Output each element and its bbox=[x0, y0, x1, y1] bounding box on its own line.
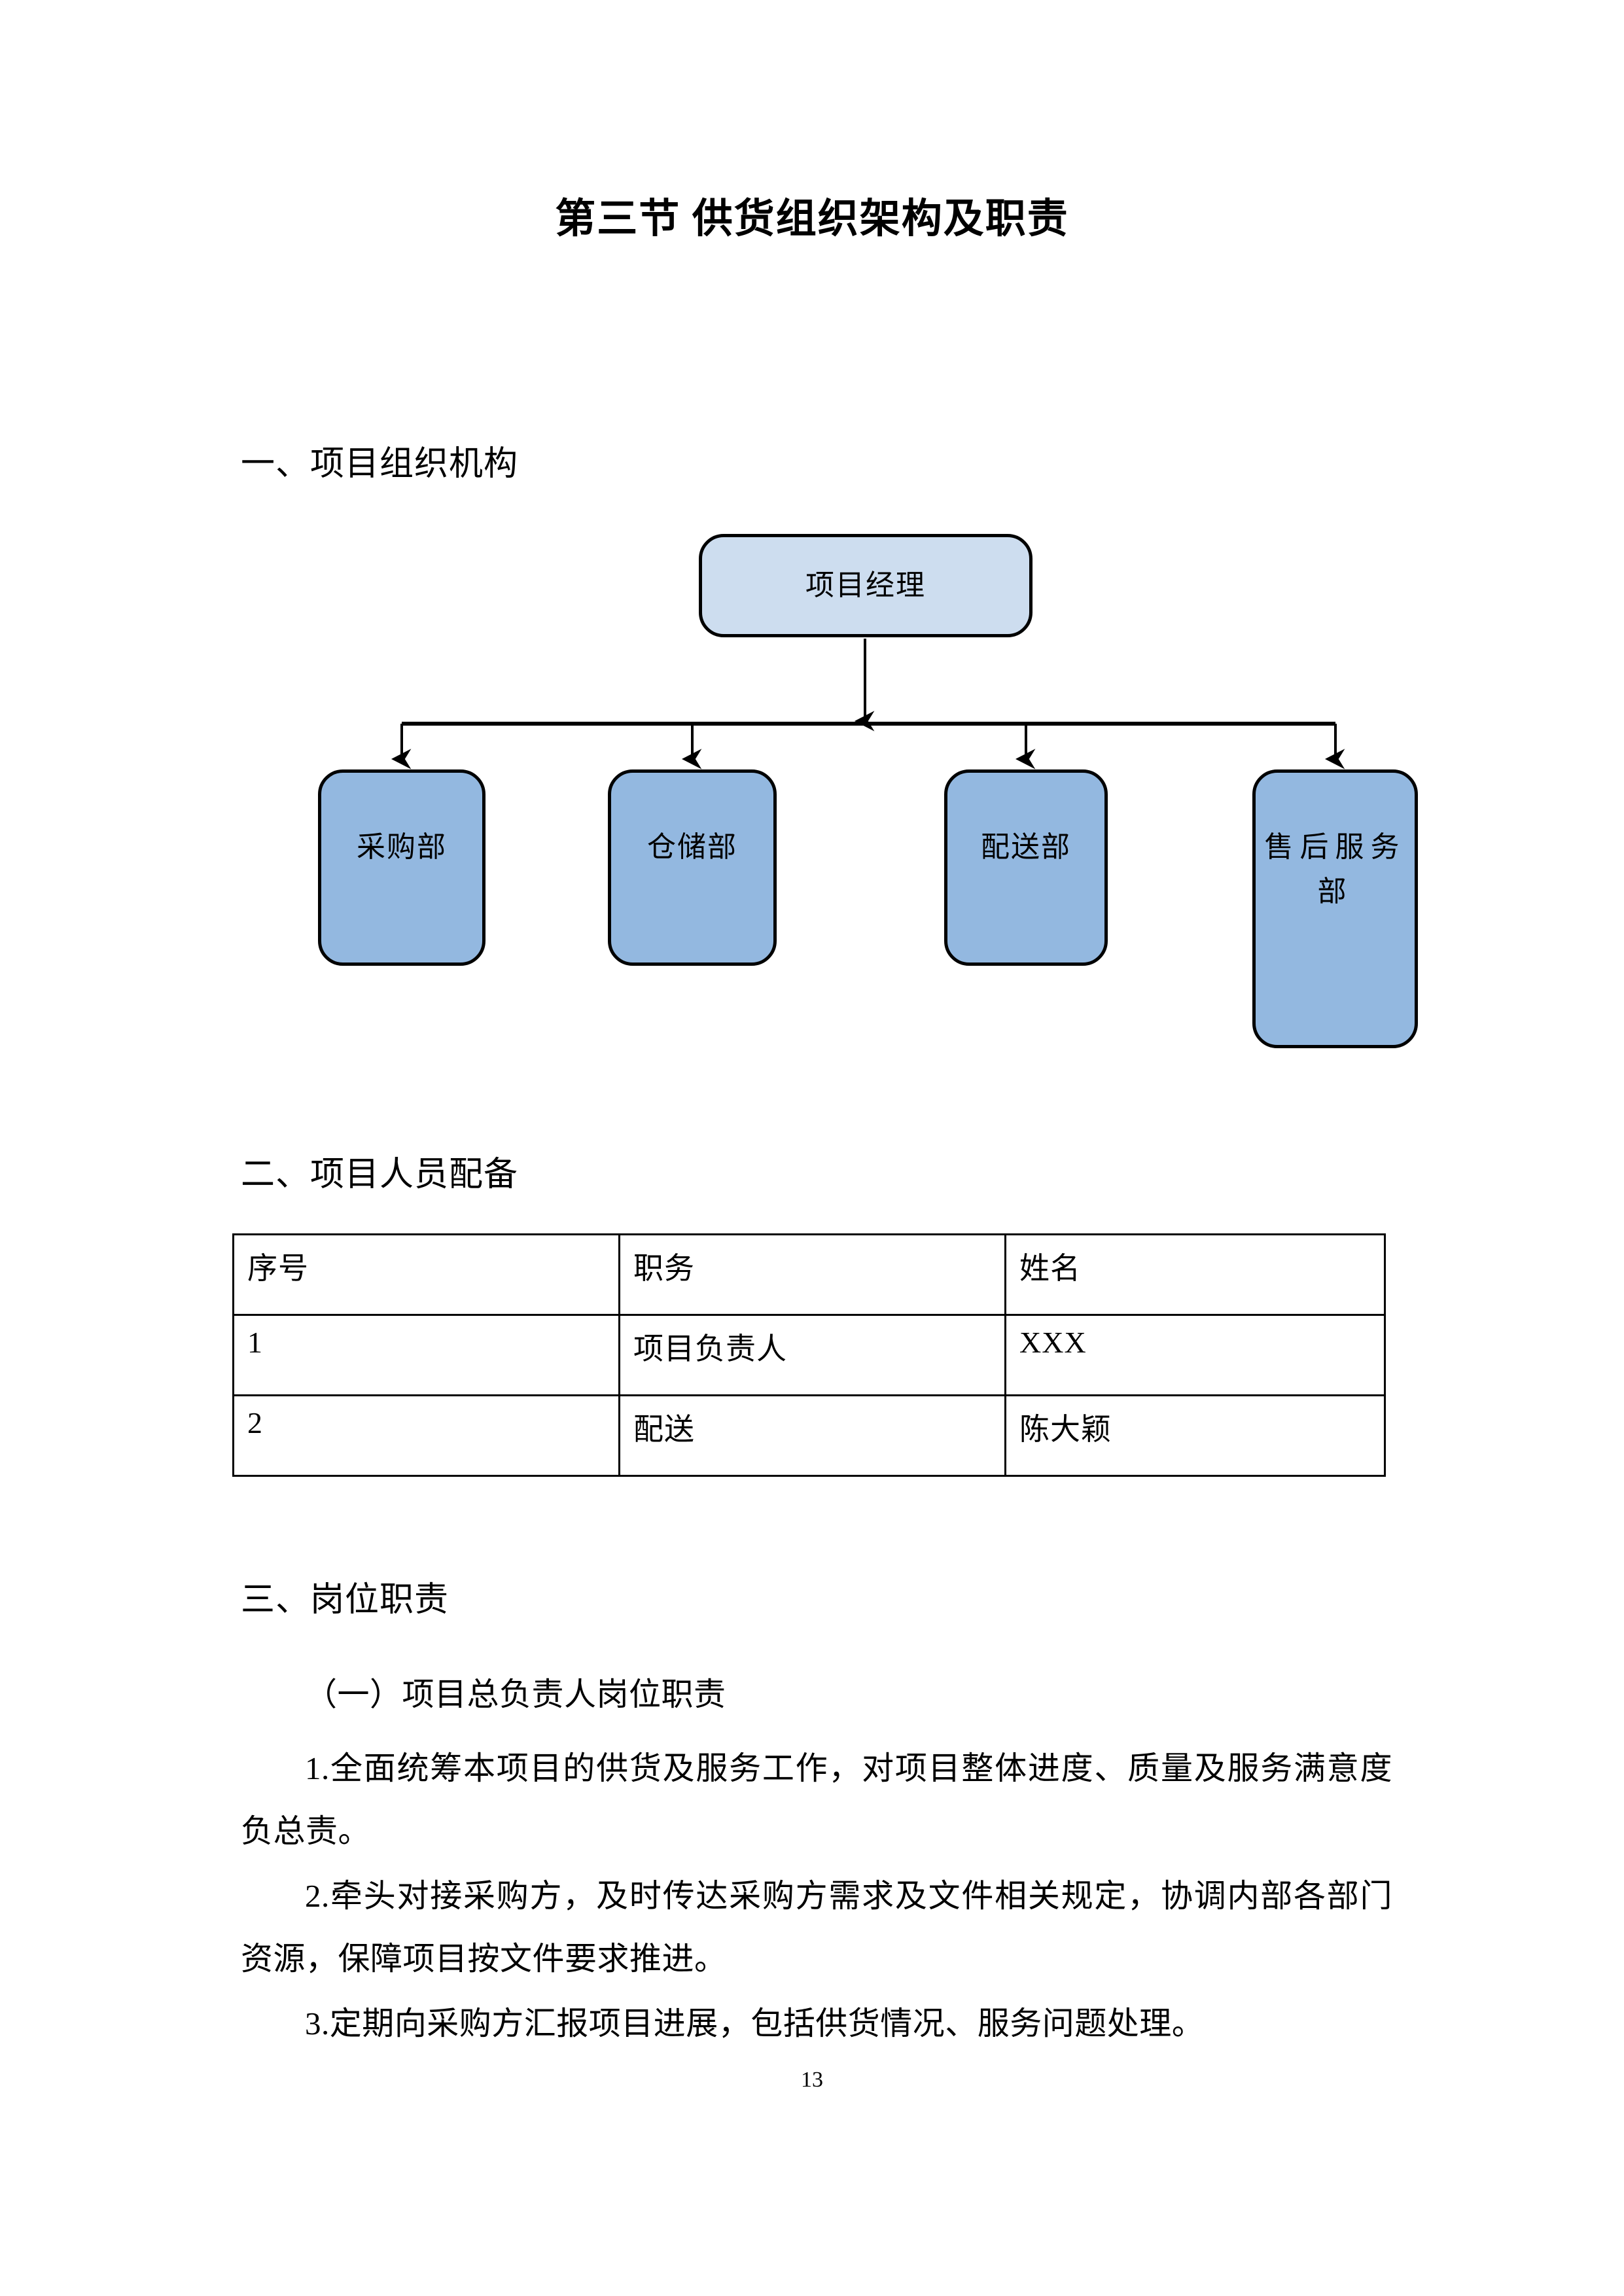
table-row: 2 配送 陈大颖 bbox=[232, 1394, 1386, 1477]
org-node-project-manager[interactable]: 项目经理 bbox=[699, 534, 1033, 637]
org-node-label: 售后服务部 bbox=[1264, 831, 1406, 908]
table-row: 1 项目负责人 XXX bbox=[232, 1314, 1386, 1396]
table-header-row: 序号 职务 姓名 bbox=[232, 1233, 1386, 1316]
cell-no: 1 bbox=[232, 1314, 620, 1396]
cell-no: 2 bbox=[232, 1394, 620, 1477]
cell-name: XXX bbox=[1004, 1314, 1386, 1396]
org-node-warehouse[interactable]: 仓储部 bbox=[608, 769, 777, 966]
duty-item-3: 3.定期向采购方汇报项目进展，包括供货情况、服务问题处理。 bbox=[305, 2005, 1205, 2041]
section-heading-staffing: 二、项目人员配备 bbox=[241, 1156, 519, 1193]
org-node-purchasing[interactable]: 采购部 bbox=[318, 769, 485, 966]
section-heading-organization: 一、项目组织机构 bbox=[241, 446, 519, 483]
cell-role: 项目负责人 bbox=[618, 1314, 1006, 1396]
section-heading-duties: 三、岗位职责 bbox=[241, 1581, 450, 1619]
org-node-label: 仓储部 bbox=[647, 831, 737, 863]
duty-item-1: 1.全面统筹本项目的供货及服务工作，对项目整体进度、质量及服务满意度负总责。 bbox=[241, 1750, 1392, 1849]
column-header-name: 姓名 bbox=[1004, 1233, 1386, 1316]
org-node-after-sales-service[interactable]: 售后服务部 bbox=[1252, 769, 1418, 1048]
org-node-label: 项目经理 bbox=[805, 569, 926, 601]
cell-name: 陈大颖 bbox=[1004, 1394, 1386, 1477]
duty-item-2: 2.牵头对接采购方，及时传达采购方需求及文件相关规定，协调内部各部门资源，保障项… bbox=[241, 1878, 1392, 1977]
org-node-delivery[interactable]: 配送部 bbox=[944, 769, 1108, 966]
page-title: 第三节 供货组织架构及职责 bbox=[555, 197, 1069, 241]
org-node-label: 采购部 bbox=[357, 831, 447, 863]
org-chart: 项目经理 采购部 仓储部 配送部 售后服务部 bbox=[0, 510, 1624, 1073]
cell-role: 配送 bbox=[618, 1394, 1006, 1477]
org-node-label: 配送部 bbox=[981, 831, 1071, 863]
column-header-role: 职务 bbox=[618, 1233, 1006, 1316]
page-number: 13 bbox=[801, 2068, 823, 2092]
staff-table: 序号 职务 姓名 1 项目负责人 XXX 2 配送 陈大颖 bbox=[232, 1233, 1386, 1477]
column-header-no: 序号 bbox=[232, 1233, 620, 1316]
duties-subheading: （一）项目总负责人岗位职责 bbox=[305, 1676, 726, 1712]
